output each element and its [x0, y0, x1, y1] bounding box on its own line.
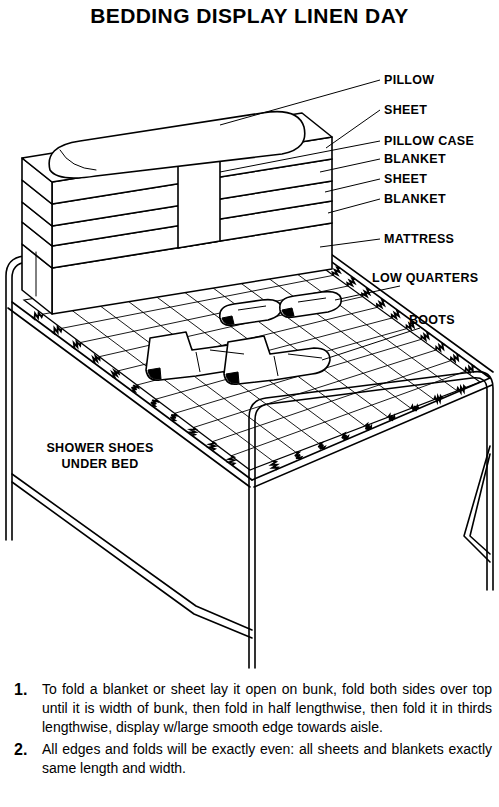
part-label: PILLOW: [384, 72, 434, 88]
pillow-seam: [60, 150, 96, 170]
boot-detail: [196, 350, 244, 372]
low-quarter: [220, 300, 281, 326]
leader-line: [320, 159, 380, 172]
side-rail: [8, 308, 250, 487]
instruction-row: 1.To fold a blanket or sheet lay it open…: [14, 680, 492, 737]
instructions: 1.To fold a blanket or sheet lay it open…: [14, 680, 492, 781]
leader-line: [322, 328, 420, 360]
instruction-row: 2.All edges and folds will be exactly ev…: [14, 740, 492, 778]
leader-line: [328, 199, 380, 213]
boot-detail: [274, 354, 322, 376]
shoe-heel: [222, 316, 234, 324]
leg-brace: [464, 446, 490, 562]
part-label: BOOTS: [409, 312, 455, 328]
part-label: BLANKET: [384, 151, 446, 167]
side-rail: [12, 302, 252, 480]
note-label: SHOWER SHOES UNDER BED: [30, 440, 170, 472]
step-number: 1.: [14, 680, 42, 699]
spring-wire: [137, 318, 392, 385]
part-label: LOW QUARTERS: [372, 270, 478, 286]
pillow: [49, 112, 305, 178]
coil-spring: [347, 278, 355, 286]
coil-spring: [377, 300, 385, 307]
leg-brace: [12, 474, 252, 630]
leader-line: [325, 179, 380, 192]
leader-line: [220, 80, 380, 125]
foot-rail: [252, 378, 490, 480]
part-label: BLANKET: [384, 191, 446, 207]
instruction-text: To fold a blanket or sheet lay it open o…: [42, 680, 492, 737]
diagram-title: BEDDING DISPLAY LINEN DAY: [0, 4, 499, 28]
side-rail: [313, 241, 493, 372]
pillow-case: [178, 155, 220, 248]
leader-line: [335, 286, 400, 300]
leg-brace: [12, 482, 252, 638]
side-rail: [310, 246, 490, 378]
low-quarter: [280, 292, 341, 318]
part-label: SHEET: [384, 102, 427, 118]
foot-rail: [254, 385, 492, 487]
fold-line: [36, 252, 37, 296]
part-label: PILLOW CASE: [384, 133, 474, 149]
coil-spring: [333, 267, 340, 275]
instruction-text: All edges and folds will be exactly even…: [42, 740, 492, 778]
leader-line: [320, 239, 380, 247]
shoe-sole-line: [238, 306, 266, 310]
foot-frame: [255, 378, 487, 668]
part-label: SHEET: [384, 171, 427, 187]
shoe-heel: [282, 308, 294, 316]
foot-frame: [249, 372, 493, 668]
boot-heel: [148, 368, 161, 379]
shoe-sole-line: [298, 298, 326, 302]
leader-line: [220, 141, 380, 172]
part-label: MATTRESS: [384, 231, 454, 247]
boot-heel: [226, 372, 239, 383]
boot: [224, 336, 330, 384]
spring-wire: [136, 282, 342, 435]
step-number: 2.: [14, 740, 42, 759]
